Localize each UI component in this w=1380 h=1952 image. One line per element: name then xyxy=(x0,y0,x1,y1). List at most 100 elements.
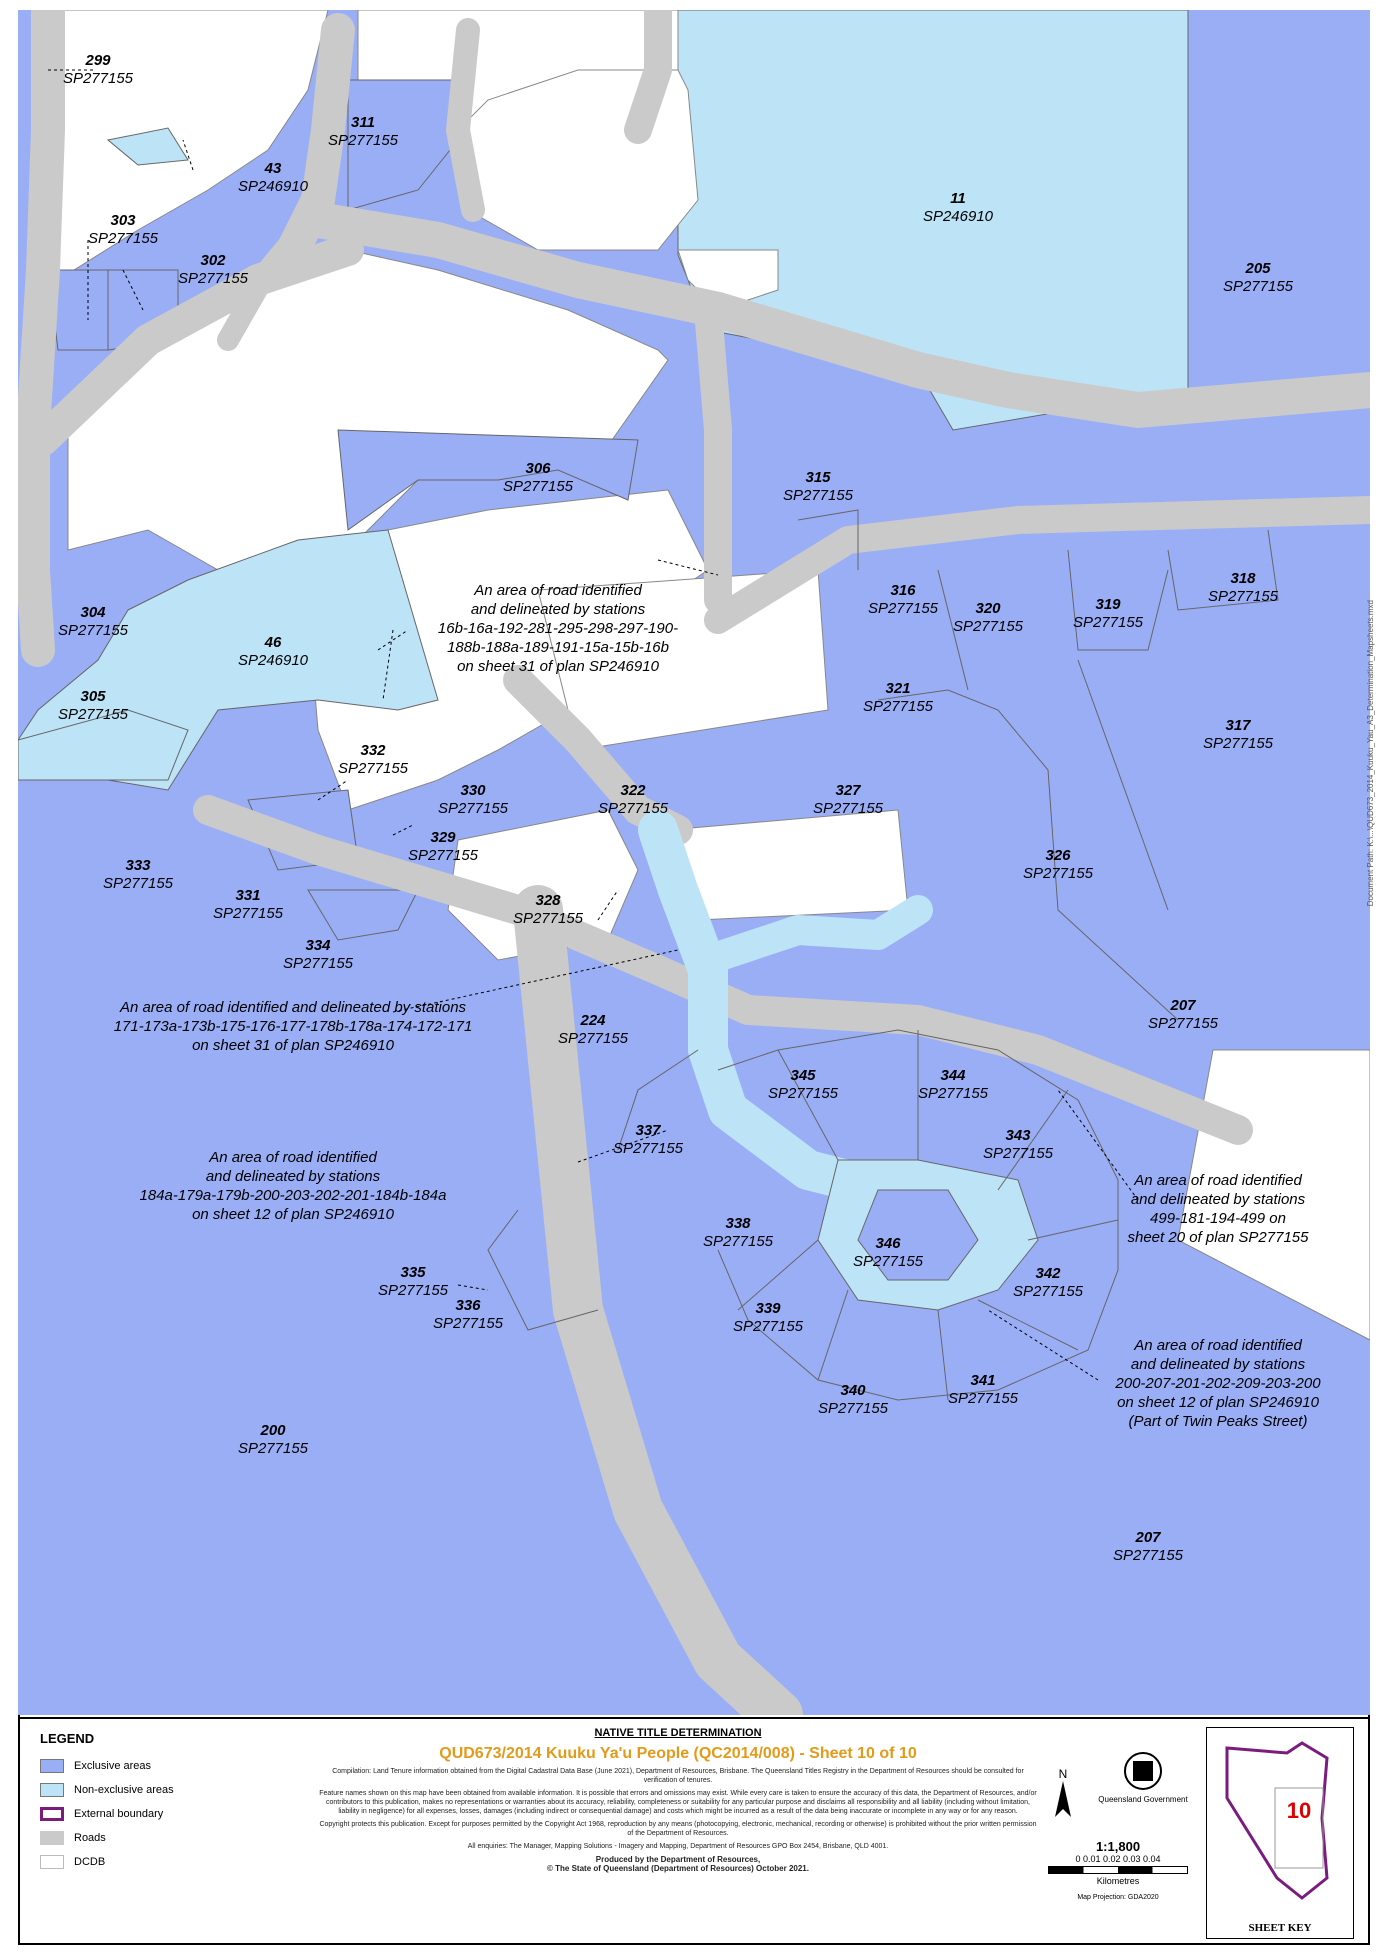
parcel-plan: SP277155 xyxy=(558,1030,629,1047)
parcel-number: 299 xyxy=(84,52,111,69)
gov-name: Queensland Government xyxy=(1098,1795,1188,1804)
roads-swatch xyxy=(40,1831,64,1845)
legend-label: Exclusive areas xyxy=(74,1760,152,1772)
legend-item-nonexclusive: Non-exclusive areas xyxy=(40,1778,290,1802)
area-notes: An area of road identified and delineated… xyxy=(114,582,1322,1430)
parcel-plan: SP277155 xyxy=(178,270,249,287)
enquiries-text: All enquiries: The Manager, Mapping Solu… xyxy=(467,1843,889,1850)
area-note-line: 16b-16a-192-281-295-298-297-190- xyxy=(438,620,678,637)
parcel-plan: SP277155 xyxy=(1203,735,1274,752)
title-block: NATIVE TITLE DETERMINATION QUD673/2014 K… xyxy=(318,1727,1038,1873)
area-note-line: 171-173a-173b-175-176-177-178b-178a-174-… xyxy=(114,1018,473,1035)
parcel-plan: SP277155 xyxy=(733,1318,804,1335)
parcel-plan: SP277155 xyxy=(853,1253,924,1270)
parcel-number: 336 xyxy=(455,1297,481,1314)
parcel-number: 326 xyxy=(1045,847,1071,864)
parcel-number: 205 xyxy=(1244,260,1271,277)
area-note-line: on sheet 31 of plan SP246910 xyxy=(192,1037,394,1054)
parcel-number: 333 xyxy=(125,857,151,874)
parcel-plan: SP277155 xyxy=(103,875,174,892)
parcel-number: 331 xyxy=(235,887,260,904)
parcel-number: 345 xyxy=(790,1067,816,1084)
area-note-line: 188b-188a-189-191-15a-15b-16b xyxy=(447,639,669,656)
parcel-number: 339 xyxy=(755,1300,781,1317)
parcel-plan: SP277155 xyxy=(88,230,159,247)
parcel-number: 344 xyxy=(940,1067,966,1084)
parcel-number: 315 xyxy=(805,469,831,486)
lot-346 xyxy=(857,1189,979,1281)
parcel-number: 329 xyxy=(430,829,456,846)
area-note-line: on sheet 12 of plan SP246910 xyxy=(192,1206,394,1223)
parcel-number: 337 xyxy=(635,1122,661,1139)
scale-bar xyxy=(1048,1866,1188,1874)
scale-ratio: 1:1,800 xyxy=(1095,1839,1141,1854)
legend-item-exclusive: Exclusive areas xyxy=(40,1754,290,1778)
north-label: N xyxy=(1058,1767,1068,1781)
parcel-plan: SP277155 xyxy=(213,905,284,922)
parcel-number: 304 xyxy=(80,604,106,621)
parcel-number: 43 xyxy=(264,160,282,177)
area-note-line: and delineated by stations xyxy=(1131,1191,1306,1208)
parcel-number: 335 xyxy=(400,1264,426,1281)
parcel-plan: SP277155 xyxy=(503,478,574,495)
parcel-number: 322 xyxy=(620,782,646,799)
parcel-plan: SP246910 xyxy=(238,178,309,195)
parcel-number: 327 xyxy=(835,782,861,799)
parcel-number: 305 xyxy=(80,688,106,705)
map-footer: LEGEND Exclusive areas Non-exclusive are… xyxy=(18,1717,1370,1945)
sheet-number: 10 xyxy=(1287,1798,1311,1823)
scale-unit: Kilometres xyxy=(1096,1876,1140,1886)
nonexclusive-swatch xyxy=(40,1783,64,1797)
parcel-plan: SP277155 xyxy=(818,1400,889,1417)
leader-arrows xyxy=(48,69,1139,1381)
parcel-plan: SP277155 xyxy=(1023,865,1094,882)
parcel-plan: SP246910 xyxy=(923,208,994,225)
exclusive-swatch xyxy=(40,1759,64,1773)
area-note-line: An area of road identified xyxy=(473,582,642,599)
copyright-text: Copyright protects this publication. Exc… xyxy=(319,1821,1037,1837)
parcel-number: 302 xyxy=(200,252,226,269)
legend-label: External boundary xyxy=(74,1808,164,1820)
projection: Map Projection: GDA2020 xyxy=(1077,1894,1159,1901)
parcel-number: 207 xyxy=(1134,1529,1161,1546)
parcel-plan: SP277155 xyxy=(513,910,584,927)
area-note-line: sheet 20 of plan SP277155 xyxy=(1128,1229,1310,1246)
area-note-line: on sheet 31 of plan SP246910 xyxy=(457,658,659,675)
sheet-key-label: SHEET KEY xyxy=(1248,1922,1312,1934)
parcel-plan: SP246910 xyxy=(238,652,309,669)
legend-item-dcdb: DCDB xyxy=(40,1850,290,1874)
parcel-plan: SP277155 xyxy=(433,1315,504,1332)
parcel-plan: SP277155 xyxy=(1223,278,1294,295)
legend-label: Non-exclusive areas xyxy=(74,1784,174,1796)
parcel-plan: SP277155 xyxy=(283,955,354,972)
parcel-plan: SP277155 xyxy=(783,487,854,504)
parcel-plan: SP277155 xyxy=(1113,1547,1184,1564)
parcel-number: 340 xyxy=(840,1382,866,1399)
nt-title: NATIVE TITLE DETERMINATION xyxy=(594,1727,762,1739)
scale-ticks: 0 0.01 0.02 0.03 0.04 xyxy=(1075,1854,1161,1864)
parcel-number: 332 xyxy=(360,742,386,759)
legend-item-boundary: External boundary xyxy=(40,1802,290,1826)
parcel-plan: SP277155 xyxy=(918,1085,989,1102)
parcel-number: 11 xyxy=(950,190,966,207)
parcel-number: 318 xyxy=(1230,570,1256,587)
parcel-number: 316 xyxy=(890,582,916,599)
dcdb-swatch xyxy=(40,1855,64,1869)
parcel-number: 46 xyxy=(264,634,282,651)
parcel-number: 224 xyxy=(579,1012,606,1029)
sheet-key: 10 SHEET KEY xyxy=(1206,1727,1354,1939)
parcel-plan: SP277155 xyxy=(1013,1283,1084,1300)
parcel-number: 200 xyxy=(259,1422,286,1439)
parcel-plan: SP277155 xyxy=(953,618,1024,635)
parcel-plan: SP277155 xyxy=(408,847,479,864)
parcel-number: 207 xyxy=(1169,997,1196,1014)
nonexclusive-lots xyxy=(18,127,439,791)
parcel-number: 343 xyxy=(1005,1127,1031,1144)
legend-label: Roads xyxy=(74,1832,106,1844)
parcel-number: 319 xyxy=(1095,596,1121,613)
produced-text: Produced by the Department of Resources, xyxy=(595,1855,761,1864)
parcel-plan: SP277155 xyxy=(1148,1015,1219,1032)
parcel-plan: SP277155 xyxy=(1073,614,1144,631)
parcel-plan: SP277155 xyxy=(1208,588,1279,605)
qld-gov-logo: Queensland Government xyxy=(1098,1749,1188,1804)
